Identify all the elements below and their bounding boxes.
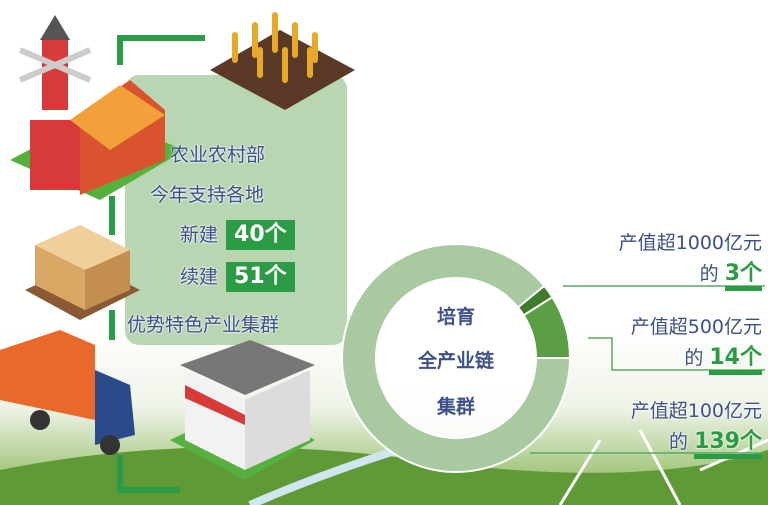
continued-build-row: 续建 51个 <box>180 262 295 292</box>
segment-label-1000: 产值超1000亿元 的 3个 <box>618 228 762 291</box>
donut-center-line-3: 集群 <box>436 396 475 418</box>
segment-prefix: 的 <box>699 263 719 285</box>
store-icon <box>170 340 315 480</box>
donut-hole <box>377 279 535 437</box>
panel-line-2: 今年支持各地 <box>150 184 265 206</box>
segment-label-text: 产值超1000亿元 <box>618 232 762 254</box>
segment-value: 3个 <box>724 261 762 291</box>
truck-icon <box>0 330 135 455</box>
barn-icon <box>10 80 185 200</box>
segment-label-text: 产值超500亿元 <box>630 316 762 338</box>
new-build-label: 新建 <box>180 224 219 246</box>
windmill-icon <box>18 15 92 110</box>
segment-label-100: 产值超100亿元 的 139个 <box>630 396 762 459</box>
donut-center-line-1: 培育 <box>436 306 475 328</box>
segment-prefix: 的 <box>669 431 689 453</box>
segment-value: 139个 <box>694 429 762 459</box>
cargo-box-icon <box>25 225 140 320</box>
segment-prefix: 的 <box>684 347 704 369</box>
arrow-icon <box>109 35 205 493</box>
donut-segment <box>341 243 572 473</box>
continued-build-value: 51个 <box>226 262 295 292</box>
panel-line-1: 农业农村部 <box>170 144 266 166</box>
continued-build-label: 续建 <box>180 266 219 288</box>
segment-value: 14个 <box>709 345 762 375</box>
panel-line-5: 优势特色产业集群 <box>127 314 280 336</box>
leader-line <box>588 337 765 371</box>
wheat-field-icon <box>210 12 355 110</box>
segment-label-500: 产值超500亿元 的 14个 <box>630 312 762 375</box>
segment-label-text: 产值超100亿元 <box>630 400 762 422</box>
new-build-row: 新建 40个 <box>180 220 295 250</box>
new-build-value: 40个 <box>226 220 295 250</box>
donut-center-line-2: 全产业链 <box>417 350 494 372</box>
